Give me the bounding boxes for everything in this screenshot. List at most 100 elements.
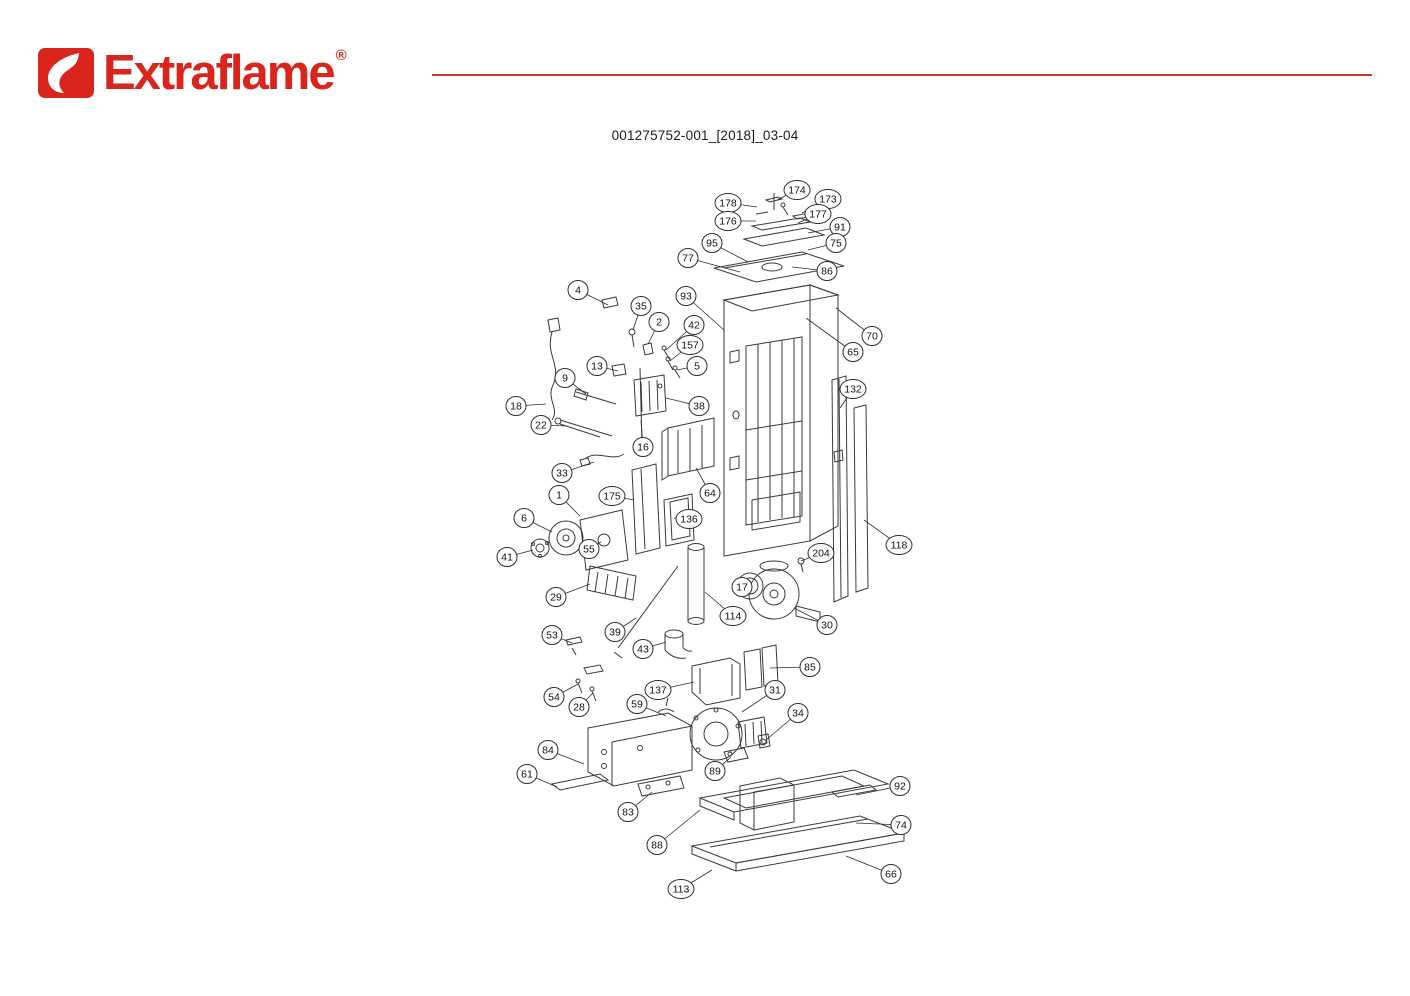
callout-55: 55 — [578, 539, 602, 559]
callout-number: 95 — [706, 238, 718, 250]
callout-number: 136 — [680, 514, 698, 526]
air-duct — [691, 657, 741, 706]
callout-bubble — [667, 879, 695, 899]
callout-204: 204 — [800, 543, 835, 563]
callout-65: 65 — [805, 317, 864, 362]
callout-178: 178 — [714, 193, 758, 213]
auger-bracket — [631, 463, 661, 555]
callout-number: 6 — [521, 513, 527, 525]
callout-bubble — [617, 802, 639, 822]
callout-bubble — [545, 587, 567, 607]
callout-4: 4 — [567, 280, 609, 306]
exhaust-blower — [657, 697, 771, 763]
callout-number: 83 — [622, 807, 634, 819]
callout-bubble — [804, 204, 832, 224]
callout-bubble — [688, 396, 710, 416]
cleaning-rod — [613, 565, 679, 659]
callout-34: 34 — [765, 703, 809, 741]
callout-bubble — [714, 211, 742, 231]
callout-bubble — [699, 483, 721, 503]
callout-number: 173 — [819, 194, 837, 206]
callout-number: 1 — [556, 490, 562, 502]
callout-77: 77 — [677, 248, 741, 273]
callout-number: 70 — [866, 331, 878, 343]
callout-number: 137 — [649, 685, 667, 697]
callout-number: 33 — [556, 468, 568, 480]
callout-number: 118 — [891, 540, 908, 552]
callout-bubble — [632, 639, 654, 659]
callout-1: 1 — [548, 485, 581, 517]
callout-number: 177 — [809, 209, 827, 221]
callout-137: 137 — [644, 680, 695, 700]
callout-bubble — [889, 776, 911, 796]
callout-bubble — [630, 296, 652, 316]
callout-53: 53 — [541, 625, 573, 645]
callout-number: 28 — [573, 702, 585, 714]
exchanger-panel — [661, 417, 715, 481]
callout-number: 174 — [788, 185, 806, 197]
callout-number: 132 — [844, 384, 862, 396]
callout-43: 43 — [632, 639, 667, 659]
callout-bubble — [807, 543, 835, 563]
callout-number: 85 — [804, 662, 816, 674]
callout-number: 30 — [821, 620, 833, 632]
callout-bubble — [701, 233, 723, 253]
callout-number: 176 — [719, 216, 737, 228]
callout-175: 175 — [598, 486, 635, 506]
callout-bubble — [686, 356, 708, 376]
brand-logo: Extraflame® — [38, 47, 347, 98]
callout-bubble — [578, 539, 600, 559]
callout-bubble — [764, 680, 786, 700]
callout-number: 13 — [591, 361, 603, 373]
screw-set — [565, 636, 604, 702]
callout-number: 204 — [812, 548, 830, 560]
callout-number: 89 — [709, 766, 721, 778]
callout-number: 35 — [635, 301, 647, 313]
callout-bubble — [604, 622, 626, 642]
callout-bubble — [783, 180, 811, 200]
thermostat-parts — [601, 296, 681, 379]
callout-bubble — [861, 326, 883, 346]
callout-number: 5 — [694, 361, 700, 373]
wiring-harness — [579, 453, 625, 467]
callout-174: 174 — [776, 180, 811, 201]
callout-number: 2 — [656, 317, 662, 329]
callout-bubble — [842, 342, 864, 362]
callout-bubble — [719, 606, 747, 626]
callout-number: 31 — [769, 685, 781, 697]
callout-bubble — [731, 577, 753, 597]
callout-bubble — [646, 835, 668, 855]
power-cord — [547, 317, 561, 421]
callout-bubble — [567, 280, 589, 300]
callout-18: 18 — [505, 396, 547, 416]
callout-bubble — [513, 508, 535, 528]
callout-number: 41 — [501, 552, 513, 564]
callout-bubble — [516, 764, 538, 784]
callout-number: 64 — [704, 488, 716, 500]
callout-number: 42 — [688, 320, 700, 332]
callout-35: 35 — [630, 296, 652, 331]
flue-pipe — [687, 543, 705, 625]
callout-176: 176 — [714, 211, 756, 231]
callout-bubble — [530, 415, 552, 435]
callout-number: 65 — [847, 347, 859, 359]
callout-number: 88 — [651, 840, 663, 852]
callout-88: 88 — [646, 809, 701, 855]
callout-9: 9 — [554, 368, 587, 395]
callout-number: 74 — [895, 820, 907, 832]
callout-70: 70 — [835, 307, 883, 346]
callout-number: 55 — [583, 544, 595, 556]
callout-number: 113 — [673, 884, 690, 896]
callout-85: 85 — [769, 657, 821, 677]
callout-29: 29 — [545, 583, 591, 607]
callout-22: 22 — [530, 415, 567, 435]
callout-bubble — [885, 535, 913, 555]
callout-number: 84 — [542, 745, 554, 757]
callout-bubble — [551, 463, 573, 483]
callout-118: 118 — [863, 519, 913, 555]
callout-bubble — [548, 485, 570, 505]
pipe-elbow — [664, 629, 693, 659]
